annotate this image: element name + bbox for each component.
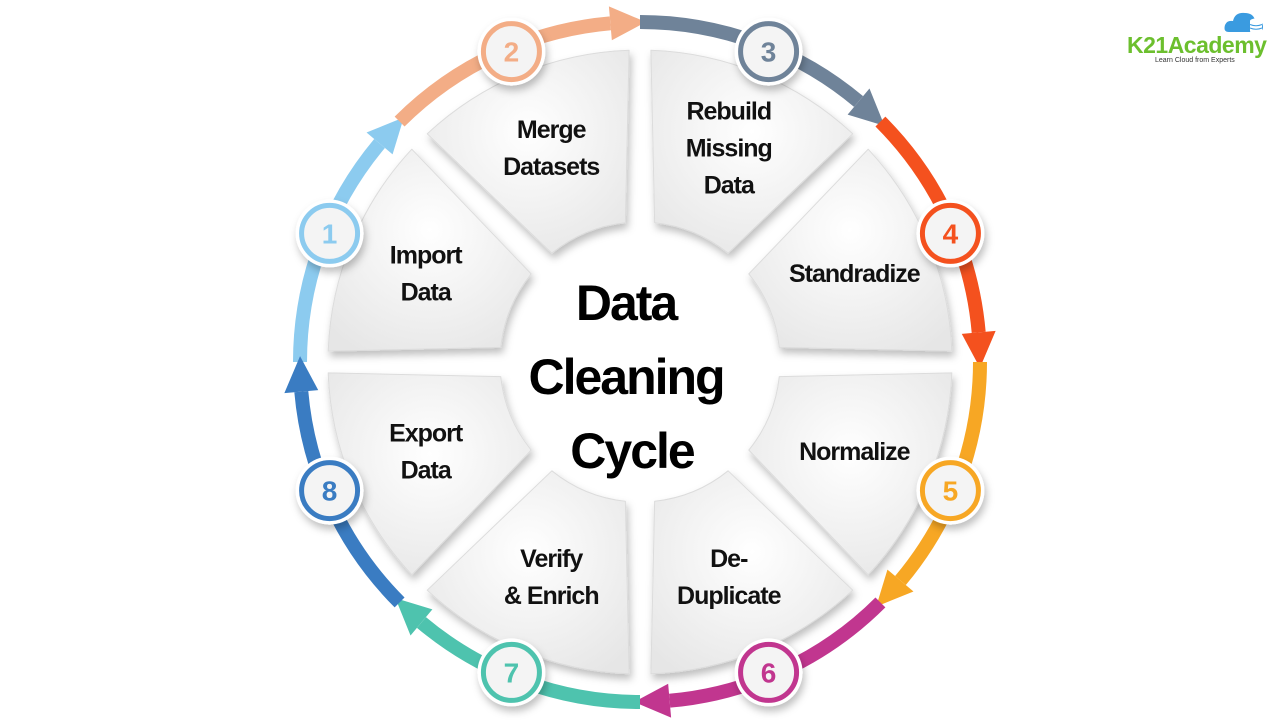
arrowhead-icon: [284, 356, 319, 394]
step-badge-4: 4: [916, 199, 985, 268]
arrowhead-icon: [366, 117, 404, 155]
step-panel-4: [748, 148, 953, 352]
step-number: 1: [322, 218, 338, 249]
step-label-5: Normalize: [799, 438, 911, 466]
k21academy-logo: K21Academy Learn Cloud from Experts: [1125, 10, 1275, 70]
step-panel-2: [426, 49, 630, 254]
step-badge-8: 8: [295, 456, 364, 525]
arrowhead-icon: [634, 683, 672, 718]
arrowhead-icon: [847, 88, 885, 126]
step-panel-6: [650, 470, 854, 675]
step-label-4: Standradize: [789, 260, 921, 288]
step-badge-2: 2: [477, 17, 546, 86]
step-label-6: De-Duplicate: [677, 545, 782, 610]
step-number: 4: [943, 218, 959, 249]
cloud-database-icon: [1224, 12, 1263, 34]
step-number: 7: [504, 657, 520, 688]
step-panel-8: [327, 372, 532, 576]
arrowhead-icon: [876, 569, 914, 607]
logo-brand: K21Academy: [1127, 32, 1267, 58]
step-number: 6: [761, 657, 777, 688]
step-badge-3: 3: [734, 17, 803, 86]
step-number: 2: [504, 37, 520, 68]
arrowhead-icon: [961, 330, 996, 368]
step-number: 3: [761, 37, 777, 68]
step-badge-6: 6: [734, 638, 803, 707]
step-badge-7: 7: [477, 638, 546, 707]
step-badge-5: 5: [916, 456, 985, 525]
step-panel-5: [748, 372, 953, 576]
arrowhead-icon: [608, 6, 646, 41]
step-panel-1: [327, 148, 532, 352]
step-panel-7: [426, 470, 630, 675]
arrowhead-icon: [395, 598, 433, 636]
step-number: 5: [943, 476, 959, 507]
step-label-7: Verify& Enrich: [504, 545, 599, 610]
step-number: 8: [322, 476, 338, 507]
logo-tagline: Learn Cloud from Experts: [1155, 57, 1235, 64]
step-panel-3: [650, 49, 854, 254]
step-badge-1: 1: [295, 199, 364, 268]
cycle-title: Data Cleaning Cycle: [528, 275, 735, 479]
